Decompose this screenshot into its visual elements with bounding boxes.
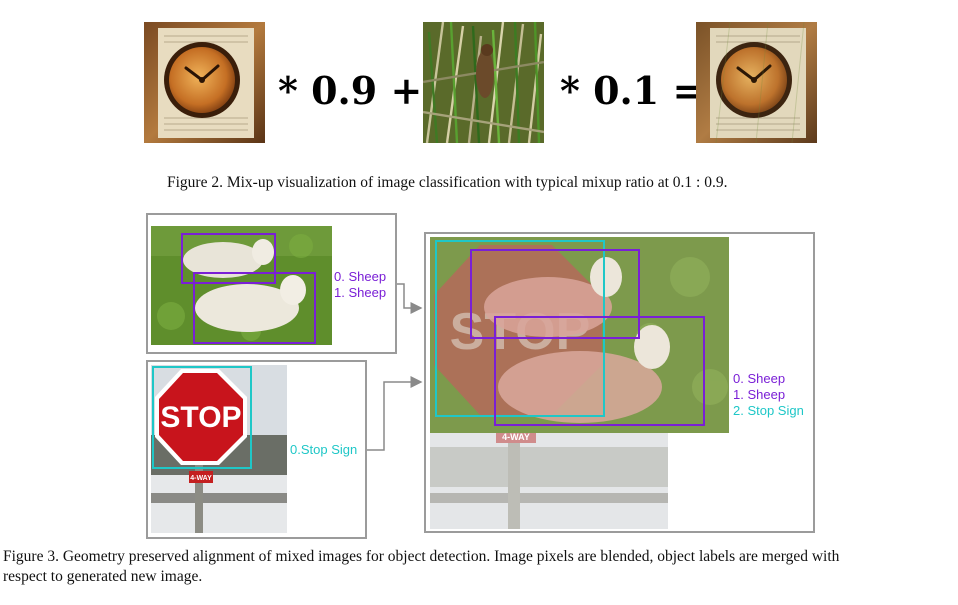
- figure-2-caption: Figure 2. Mix-up visualization of image …: [167, 174, 728, 191]
- factor-a-text: * 0.9 +: [278, 68, 423, 113]
- mixed-label-1: 1. Sheep: [733, 387, 786, 402]
- mixed-sheep-1-bbox: [494, 316, 705, 426]
- sheep-image: [151, 226, 332, 345]
- mixed-sheep-0-bbox: [470, 249, 640, 339]
- stop-sign-image: 4-WAY STOP: [151, 365, 287, 533]
- stop-sign-bbox: [152, 366, 252, 469]
- mixed-image: 4-WAY STOP: [430, 237, 729, 529]
- mixed-label-0: 0. Sheep: [733, 371, 786, 386]
- sheep-0-bbox: [181, 233, 276, 284]
- sheep-label-0: 0. Sheep: [334, 269, 387, 284]
- mixed-four-way-text: 4-WAY: [502, 432, 530, 442]
- mixed-clock-image: [696, 22, 817, 143]
- stop-sign-text: STOP: [160, 401, 241, 434]
- figure-3-caption-line-2: respect to generated new image.: [3, 568, 203, 585]
- mixed-label-2: 2. Stop Sign: [733, 403, 804, 418]
- sheep-label-1: 1. Sheep: [334, 285, 387, 300]
- factor-b-text: * 0.1 =: [560, 68, 705, 113]
- grass-bird-image: [423, 22, 544, 143]
- figure-3-caption-line-1: Figure 3. Geometry preserved alignment o…: [3, 548, 840, 565]
- four-way-text: 4-WAY: [190, 475, 212, 482]
- stop-label: 0.Stop Sign: [290, 442, 358, 457]
- sheep-1-bbox: [193, 272, 316, 344]
- clock-image: [144, 22, 265, 143]
- stop-arrow: [367, 376, 423, 451]
- sheep-arrow: [397, 283, 423, 314]
- mixed-stop-sign-bbox: [435, 240, 605, 417]
